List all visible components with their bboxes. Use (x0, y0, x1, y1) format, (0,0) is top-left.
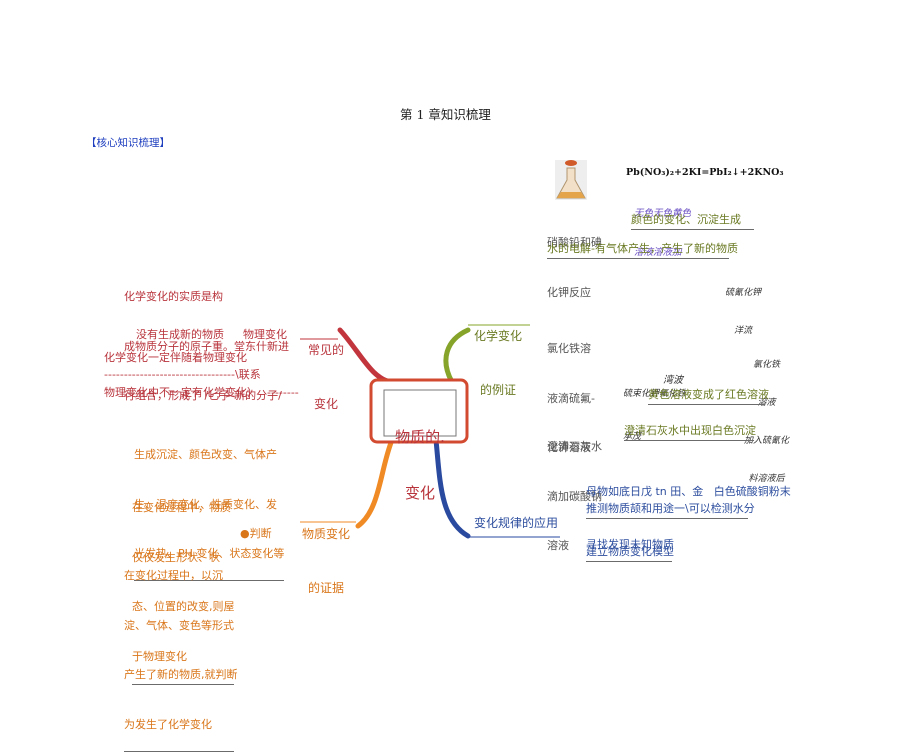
hand2-line: 溶液 (757, 397, 776, 408)
hand2-line: 加入硫氰化 (744, 435, 790, 446)
branch-curve-chem-examples (443, 327, 471, 385)
hand2-line: 氯化铁 (753, 360, 781, 371)
branch-common-changes: 常见的 变化 (308, 305, 344, 431)
branch-common-line2: 变化 (314, 397, 339, 411)
branch-curve-common-changes (337, 327, 395, 385)
lead-nitrate-reaction: 硝酸铅和碘 化钾反应 (547, 202, 602, 318)
eq-note-line: 无色无色黄色 (634, 207, 692, 219)
chem-with-phys: 化学变化一定伴随着物理变化 (104, 351, 247, 364)
ferric-line: 化钾溶液 (547, 441, 591, 454)
lead-nitrate-line: 硝酸铅和碘 (547, 236, 602, 249)
ferric-line: 液滴硫氟- (547, 391, 595, 405)
app-line-2: 推测物质颉和用途一\可以检测水分 (586, 501, 755, 519)
essence-line: 化学变化的实质是构 (124, 290, 223, 303)
reaction-equation: Pb(NO₃)₂+2KI=PbI₂↓+2KNO₃ (626, 167, 784, 178)
limewater-line: 澄清石灰水 (547, 440, 602, 453)
hand1-line: 洋流 (734, 325, 753, 336)
app-line-3: 寻找发现未知物质 (586, 538, 674, 551)
hand1-line: 硫氰化钾 (725, 288, 762, 299)
link-dashes: ---------------------------------\联系 (104, 368, 261, 381)
chemical-note-line: 在变化过程中，以沉 (124, 569, 223, 582)
no-new-substance: 没有生成新的物质 (136, 328, 224, 341)
signs-line: 生成沉淀、颜色改变、气体产 (134, 448, 277, 461)
app-line-4: 建立物质变化模型 (586, 544, 674, 562)
physical-note: 在变化过程中，物质 仅仅发生形状、状 态、位置的改变,则屋 于物理变化 (132, 467, 235, 685)
hand3-line: 承茂 (623, 431, 642, 442)
electrolysis: 水的电解-有气体产生，产生了新的物质 (547, 241, 738, 259)
branch-applications: 变化规律的应用 (474, 516, 559, 530)
hand3-line: 硫束化钾氟化铁 (623, 388, 687, 399)
color-precipitate: 颜色的变化、沉淀生成 (631, 212, 754, 230)
eq-note-line: 溶液溶液加 (634, 247, 682, 259)
physical-note-line: 在变化过程中，物质 (132, 501, 231, 514)
white-precipitate: 澄清石灰水中出现白色沉淀 (624, 423, 756, 441)
branch-evidence-line2: 的证据 (308, 581, 345, 595)
app-line-1: 母物如底日戊 tn 田、金 白色硫酸铜粉末 (586, 485, 791, 498)
equation-note: 无色无色黄色 溶液溶液加 (634, 180, 691, 273)
hand-note-3b: 湾波 (663, 375, 683, 386)
hand-note-2: 氯化铁 溶液 加入硫氰化 料溶液后 (744, 334, 789, 498)
phys-not-chem: 物理变化中不一定有化学变化） (104, 386, 258, 399)
chemical-note-line: 为发生了化学变化 (124, 717, 212, 731)
branch-examples-line1: 化学变化 (474, 329, 523, 343)
essence-line: 成物质分子的原子重。堂东什新进 (124, 339, 289, 353)
hand-note-3: 硫束化钾氟化铁 承茂 (623, 358, 686, 459)
branch-chem-examples: 化学变化 的例证 (474, 291, 522, 417)
center-node: 物质的. 变化 (384, 390, 456, 521)
flask-icon (555, 160, 587, 200)
change-signs: 生成沉淀、颜色改变、气体产 生、温度变化、性质变化、发 光发热、PH 变化、状态… (134, 414, 285, 581)
limewater-line: 溶液 (547, 539, 569, 552)
lead-nitrate-line: 化钾反应 (547, 285, 591, 299)
section-label: 【核心知识梳理】 (86, 137, 170, 149)
mindmap-graphics (300, 160, 587, 539)
branch-curve-applications (433, 437, 471, 539)
essence-line: 行组合，形成了 /匕子-新的分子/ (124, 389, 282, 402)
center-inner-box (383, 389, 457, 437)
physical-change-label: 物理变化 (243, 328, 287, 341)
limewater-line: 滴加碳酸钠 (547, 489, 602, 503)
ferric-line: 氯化铁溶 (547, 342, 591, 355)
hand-note-1: 硫氰化钾 洋流 (725, 262, 761, 350)
branch-examples-line2: 的例证 (480, 383, 517, 397)
branch-curve-evidence (355, 437, 395, 529)
tail-dashes: -------- (267, 386, 299, 399)
branch-evidence: 物质变化 的证据 (302, 489, 350, 615)
center-line2: 变化 (404, 483, 435, 502)
page-title: 第 1 章知识梳理 (400, 107, 491, 122)
hand2-line: 料溶液后 (748, 473, 785, 484)
yellow-to-red: 黄色溶液变成了红色溶液 (648, 387, 769, 405)
chemical-note-line: 产生了新的物质,就判断 (124, 668, 238, 681)
judge-label: ●判断 (240, 527, 272, 540)
ferric-reaction: 氯化铁溶 液滴硫氟- 化钾溶液 (547, 308, 595, 473)
physical-note-line: 态、位置的改变,则屋 (132, 600, 235, 613)
limewater-reaction: 澄清石灰水 滴加碳酸钠 溶液 (547, 406, 602, 571)
chemical-note: 在变化过程中，以沉 淀、气体、变色等形式 产生了新的物质,就判断 为发生了化学变… (124, 535, 238, 752)
branch-common-line1: 常见的 (308, 343, 345, 357)
signs-line: 光发热、PH 变化、状态变化等 (134, 547, 285, 560)
essence-text: 化学变化的实质是构 成物质分子的原子重。堂东什新进 行组合，形成了 /匕子-新的… (124, 256, 289, 421)
signs-line: 生、温度变化、性质变化、发 (134, 497, 277, 511)
chemical-note-line: 淀、气体、变色等形式 (124, 618, 234, 632)
branch-evidence-line1: 物质变化 (302, 527, 351, 541)
center-line1: 物质的. (395, 427, 445, 446)
physical-note-line: 仅仅发生形状、状 (132, 550, 220, 564)
